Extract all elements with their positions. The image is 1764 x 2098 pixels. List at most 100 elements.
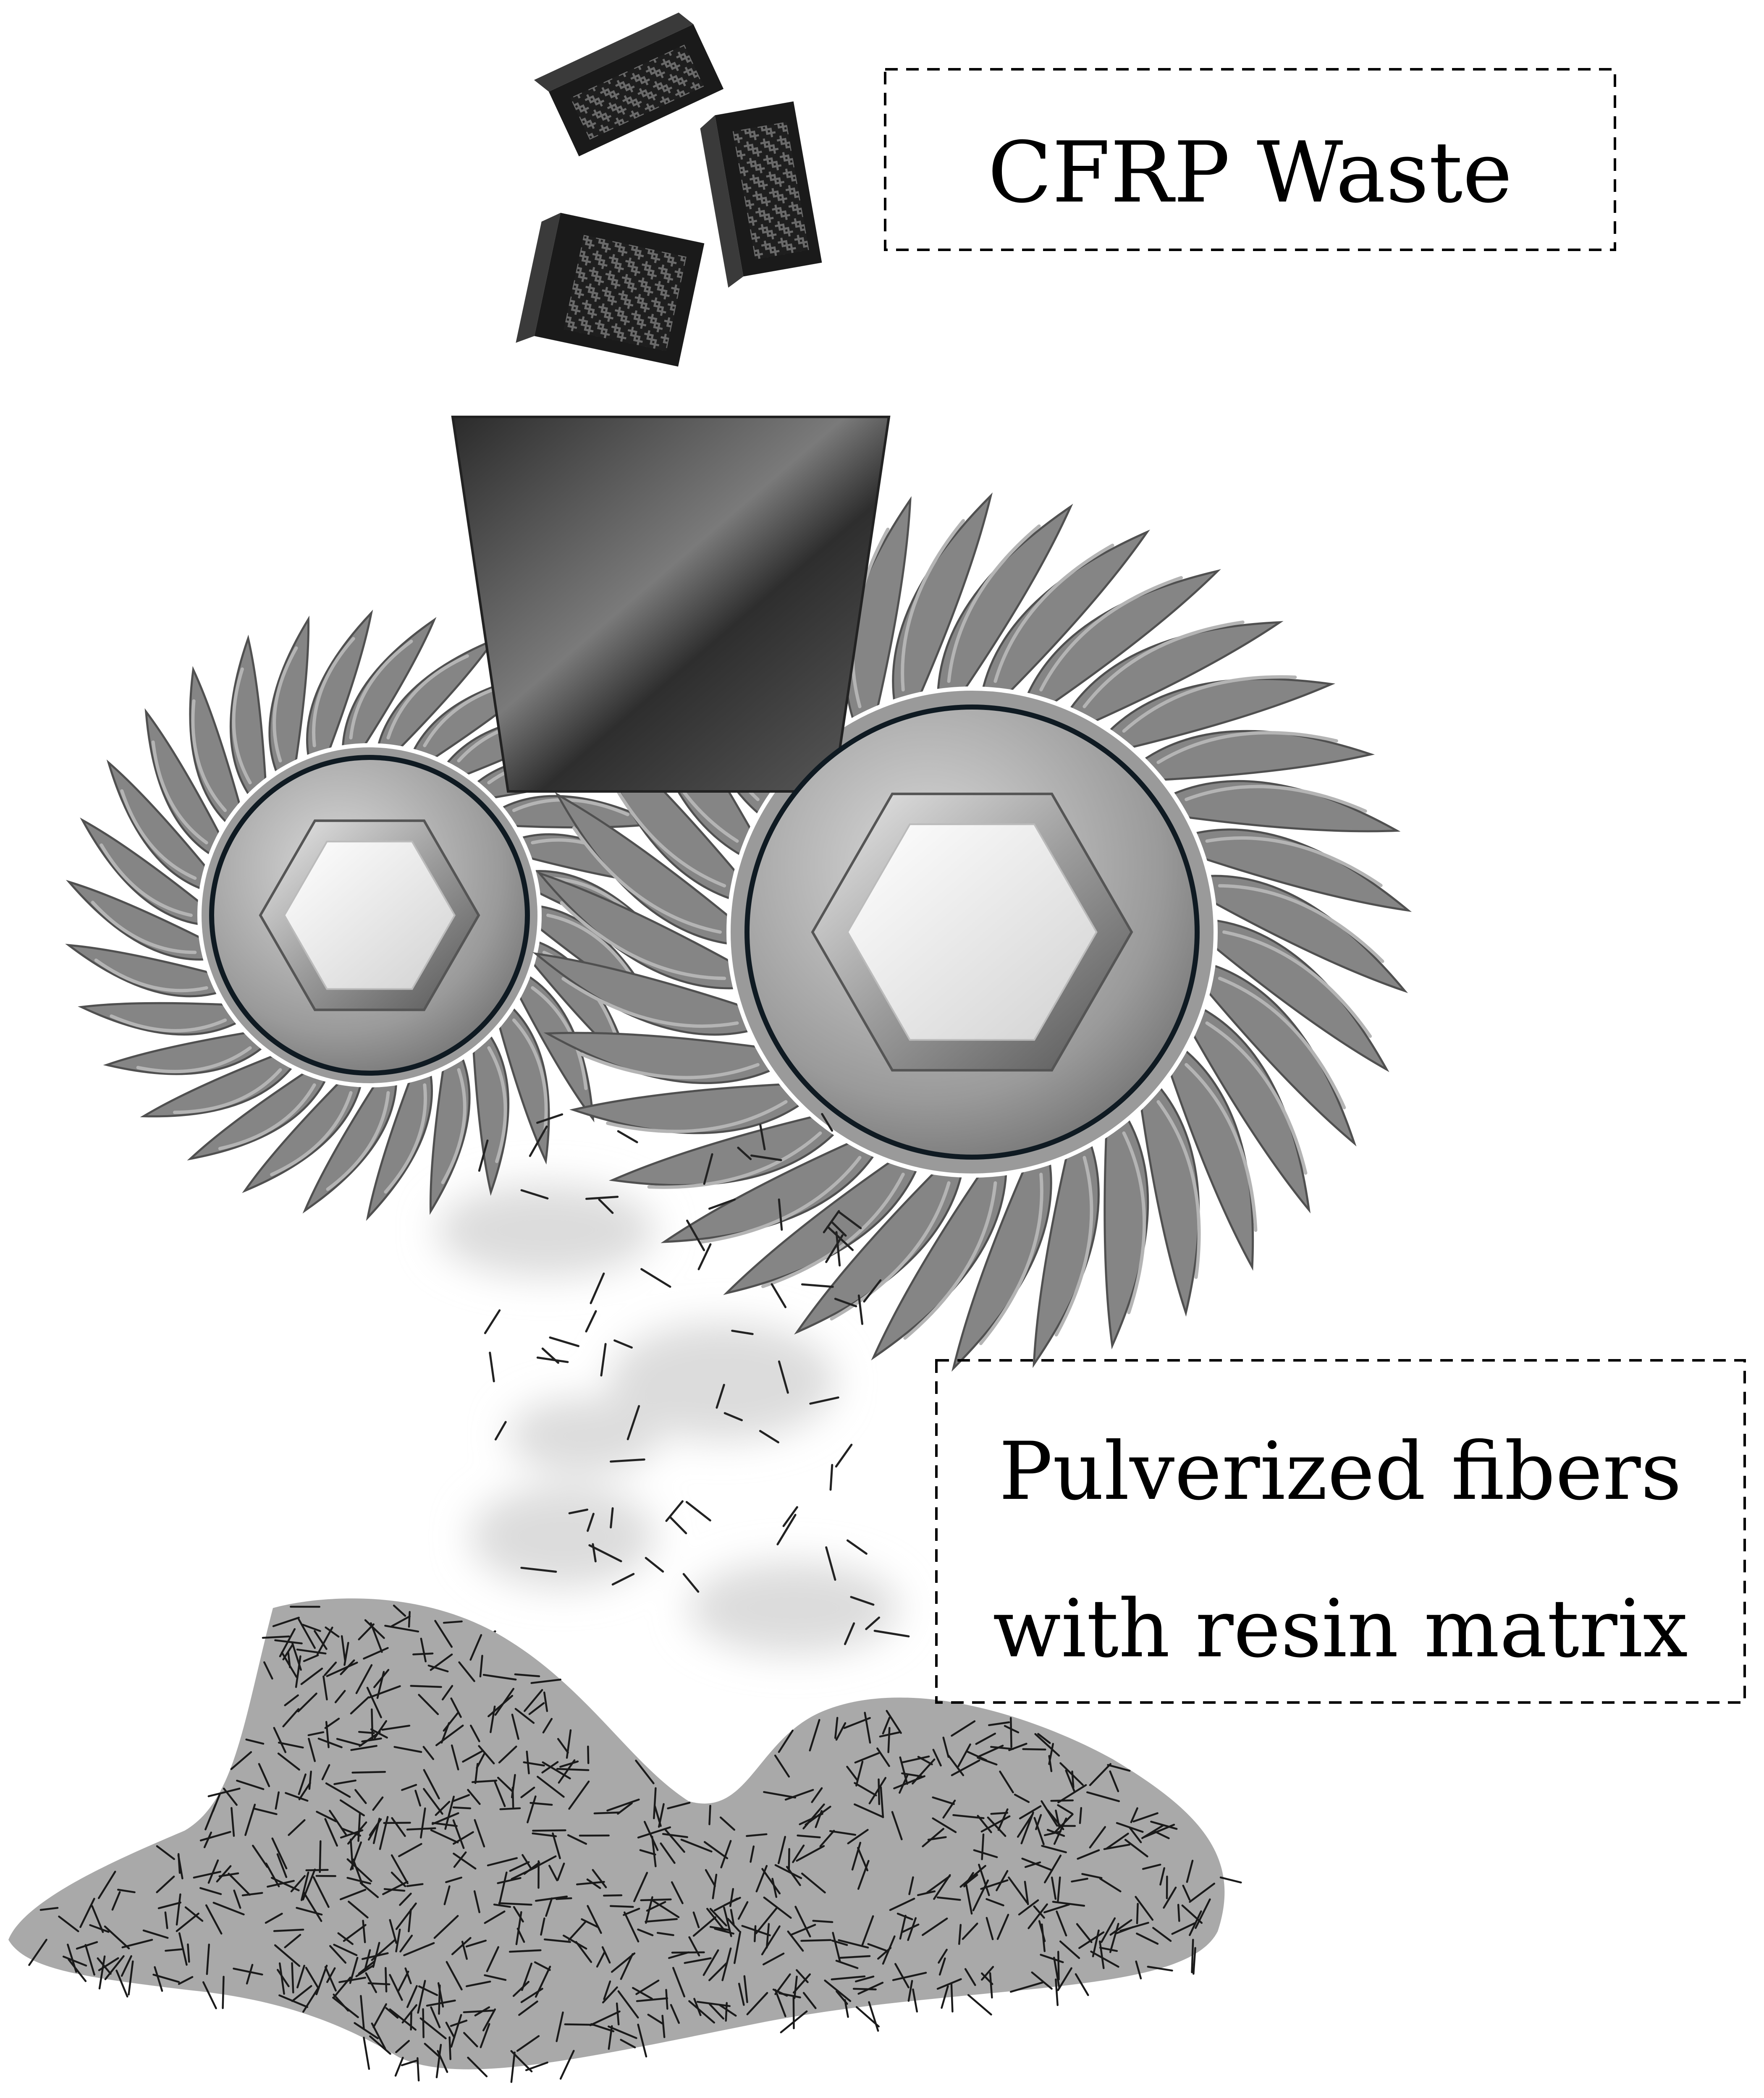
falling-fiber xyxy=(750,1154,782,1161)
pile-fiber xyxy=(511,1713,519,1740)
pile-fiber xyxy=(1065,1769,1076,1793)
falling-fiber xyxy=(865,1616,880,1630)
cfrp-waste-pieces xyxy=(516,12,822,367)
pile-fiber xyxy=(511,1774,516,1799)
pile-fiber xyxy=(1189,1883,1216,1903)
pile-fiber xyxy=(364,1619,385,1639)
pile-fiber xyxy=(111,1891,121,1911)
pile-fiber xyxy=(774,1864,802,1879)
pile-fiber xyxy=(534,1961,551,1971)
pile-fiber xyxy=(708,1962,728,1981)
rotor-large-blade-highlight xyxy=(1185,785,1367,813)
pile-fiber xyxy=(245,1738,265,1745)
pile-fiber xyxy=(518,2000,538,2016)
pile-fiber xyxy=(206,1943,210,1975)
waste-label-text: CFRP Waste xyxy=(988,124,1512,222)
pile-fiber xyxy=(165,1948,183,1952)
pile-fiber xyxy=(746,1833,768,1837)
pile-fiber xyxy=(417,1980,426,2014)
pile-fiber xyxy=(385,1967,388,1993)
pile-fiber xyxy=(867,1943,887,1951)
pile-fiber xyxy=(996,1870,1009,1891)
pile-fiber xyxy=(596,1951,605,1968)
pile-fiber xyxy=(664,1828,685,1853)
pile-fiber xyxy=(424,2043,440,2057)
falling-fiber xyxy=(686,1219,705,1252)
pile-fiber xyxy=(453,1852,477,1870)
pile-fiber xyxy=(164,1911,168,1929)
pile-fiber xyxy=(1033,1905,1045,1919)
pile-fiber xyxy=(121,1955,132,1977)
pile-fiber xyxy=(398,1843,422,1857)
pile-fiber xyxy=(542,1761,571,1780)
pile-fiber xyxy=(671,1881,684,1904)
pile-fiber xyxy=(321,1764,330,1781)
pile-fiber xyxy=(1071,1878,1088,1883)
pile-fiber xyxy=(423,1769,440,1799)
falling-fiber xyxy=(846,1539,868,1555)
pile-fiber xyxy=(359,1882,379,1898)
pile-fiber xyxy=(274,1944,301,1967)
pile-fiber xyxy=(498,1745,517,1764)
rotor-large-blade-highlight xyxy=(572,826,722,934)
pile-fiber xyxy=(430,2006,441,2028)
pile-fiber xyxy=(1031,1971,1053,1990)
hopper-funnel xyxy=(451,416,891,793)
pile-fiber xyxy=(177,1854,183,1880)
pile-fiber xyxy=(508,1949,542,1953)
rotor-small-blade xyxy=(140,1053,297,1118)
pile-fiber xyxy=(1124,1839,1148,1857)
pile-fiber xyxy=(938,1949,948,1964)
pile-fiber xyxy=(667,1802,691,1810)
pile-fiber xyxy=(296,1648,327,1655)
pile-fiber xyxy=(637,2023,647,2058)
pile-fiber xyxy=(633,1872,648,1902)
pile-fiber xyxy=(128,1960,134,1996)
pile-fiber xyxy=(1154,1831,1170,1839)
pile-fiber xyxy=(774,1973,791,1995)
pile-fiber xyxy=(581,1918,599,1928)
pile-fiber xyxy=(297,1692,317,1713)
pile-fiber xyxy=(1035,1814,1042,1831)
pile-fiber xyxy=(543,1691,548,1712)
rotor-small-blade xyxy=(189,666,243,828)
pile-fiber xyxy=(422,2008,425,2038)
pile-fiber xyxy=(319,1840,322,1873)
pile-fiber xyxy=(763,1896,792,1919)
pile-fiber xyxy=(230,1751,252,1770)
pile-fiber xyxy=(156,1875,175,1894)
pile-fiber xyxy=(300,1667,323,1685)
pile-fiber xyxy=(441,1685,453,1701)
falling-fiber xyxy=(587,1513,595,1532)
rotor-small-blade-highlight xyxy=(120,789,197,880)
pile-fibers xyxy=(28,1604,1242,2083)
pile-fiber xyxy=(452,1831,474,1845)
pile-fiber xyxy=(844,1999,849,2018)
pile-fiber xyxy=(1024,1881,1029,1905)
pile-fiber xyxy=(917,1890,936,1896)
falling-fiber xyxy=(645,1557,664,1573)
pile-fiber xyxy=(1159,1867,1165,1886)
falling-fiber xyxy=(850,1596,875,1606)
pile-fiber xyxy=(989,1972,993,1999)
pile-fiber xyxy=(548,1865,558,1881)
rotor-large-blade xyxy=(536,871,741,990)
pile-fiber xyxy=(252,1844,268,1868)
rotor-large-blade-highlight xyxy=(1205,836,1383,887)
pile-fiber xyxy=(270,1877,300,1891)
pile-fiber xyxy=(393,1604,406,1617)
pile-fiber xyxy=(142,1929,169,1939)
pile-fiber xyxy=(207,1787,241,1797)
pile-fiber xyxy=(438,1984,441,2015)
pile-fiber xyxy=(1056,1910,1067,1937)
pile-fiber xyxy=(184,1906,204,1922)
rotor-large-blade-highlight xyxy=(830,1181,951,1321)
falling-fiber xyxy=(478,1139,489,1172)
falling-fiber xyxy=(771,1283,787,1308)
pile-fiber xyxy=(307,1731,325,1737)
pile-fiber xyxy=(1141,1824,1164,1839)
pile-fiber xyxy=(349,1957,359,1984)
rotor-small-blade xyxy=(496,1003,550,1165)
falling-fibers xyxy=(477,1113,910,1659)
pile-fiber xyxy=(265,1862,280,1888)
